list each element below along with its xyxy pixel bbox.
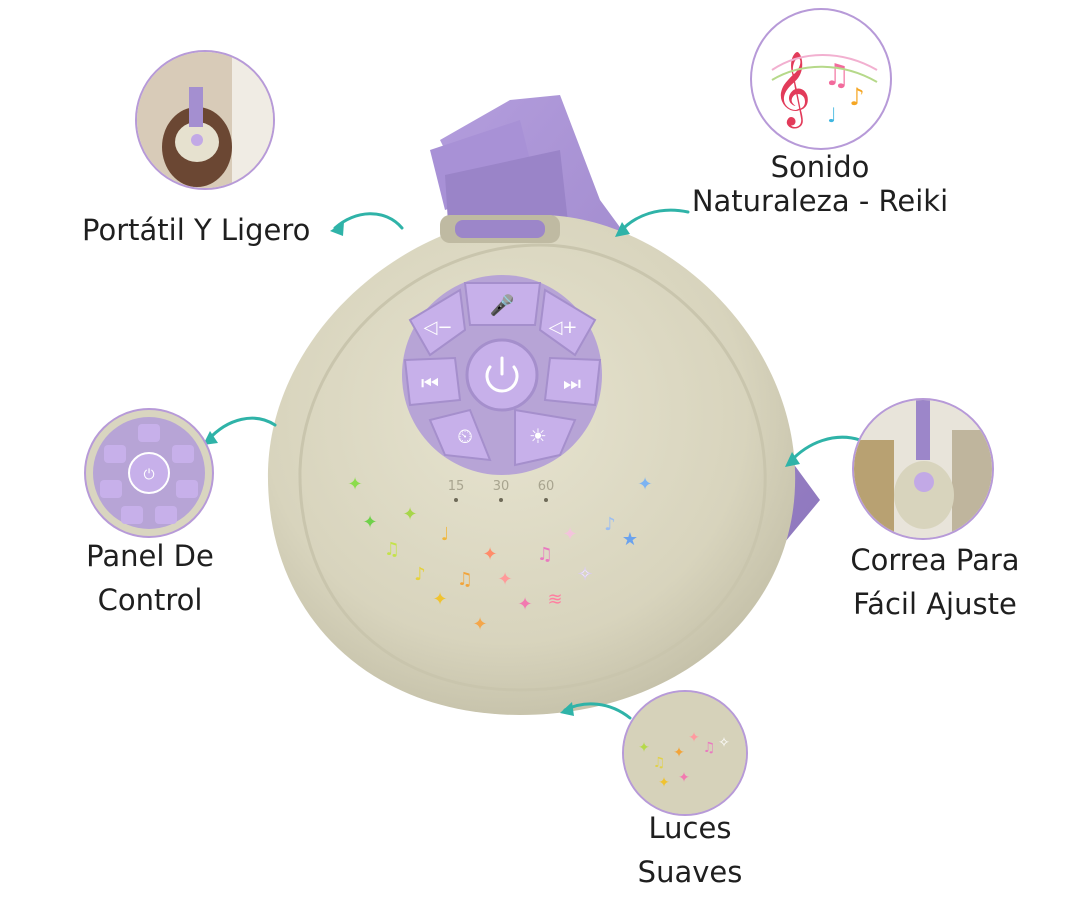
next-button (543, 356, 602, 407)
inset-portable-photo (135, 50, 275, 190)
svg-text:♪: ♪ (849, 83, 864, 111)
svg-text:🎤: 🎤 (490, 293, 515, 317)
svg-text:✧: ✧ (718, 735, 730, 751)
label-sound: Sonido Naturaleza - Reiki (680, 145, 960, 223)
timer-mark-15: 15 (448, 479, 465, 494)
svg-text:✦: ✦ (673, 745, 685, 761)
svg-text:☀: ☀ (529, 424, 547, 448)
label-lights: Luces Suaves (610, 806, 770, 894)
label-portable: Portátil Y Ligero (82, 208, 310, 252)
svg-text:✦: ✦ (402, 504, 417, 525)
svg-text:♫: ♫ (824, 58, 851, 93)
arrow-portable (333, 212, 404, 230)
vol-up-button (538, 288, 597, 357)
label-portable-text: Portátil Y Ligero (82, 213, 311, 247)
svg-text:✦: ✦ (362, 512, 377, 533)
svg-text:✦: ✦ (678, 770, 690, 786)
svg-text:♩: ♩ (827, 103, 836, 127)
svg-text:✦: ✦ (517, 594, 532, 615)
prev-button (403, 356, 462, 407)
svg-text:✦: ✦ (637, 474, 652, 495)
mic-button (463, 282, 542, 326)
svg-text:♪: ♪ (604, 514, 616, 535)
svg-text:𝄞: 𝄞 (773, 52, 811, 129)
label-strap: Correa Para Fácil Ajuste (835, 538, 1035, 626)
timer-mark-30: 30 (493, 479, 510, 494)
svg-text:✦: ✦ (658, 775, 670, 791)
svg-text:✦: ✦ (562, 524, 577, 545)
svg-text:◁+: ◁+ (549, 317, 578, 338)
label-lights-line2: Suaves (637, 855, 743, 889)
svg-text:♫: ♫ (384, 539, 400, 560)
music-notes-icon: 𝄞 ♫ ♪ ♩ (771, 52, 878, 129)
inset-music-notes: 𝄞 ♫ ♪ ♩ (750, 8, 892, 150)
svg-text:✦: ✦ (432, 589, 447, 610)
svg-text:♪: ♪ (414, 564, 426, 585)
svg-text:♫: ♫ (457, 569, 473, 590)
vol-down-button (408, 288, 467, 357)
svg-text:✦: ✦ (688, 730, 700, 746)
control-panel: 🎤 ◁− ◁+ ⏮ ⏭ ⏲ ☀ (402, 275, 602, 475)
svg-text:≋: ≋ (547, 589, 562, 610)
arrow-sound (618, 208, 690, 234)
timer-mark-60: 60 (538, 479, 555, 494)
svg-text:⏮: ⏮ (421, 371, 439, 395)
arrow-lights (563, 702, 632, 720)
svg-text:◁−: ◁− (424, 317, 453, 338)
svg-text:✦: ✦ (638, 740, 650, 756)
timer-button (428, 408, 492, 462)
label-sound-line2: Naturaleza - Reiki (691, 184, 949, 218)
label-panel-line1: Panel De (86, 539, 214, 573)
label-panel-line2: Control (97, 583, 203, 617)
arrow-strap (788, 435, 862, 464)
label-panel: Panel De Control (70, 534, 230, 622)
inset-strap-car (852, 398, 994, 540)
inset-soft-lights: ✦ ♫ ✦ ✦ ♫ ✧ ✦ ✦ (622, 690, 748, 816)
svg-text:✦: ✦ (482, 544, 497, 565)
svg-text:♫: ♫ (653, 755, 666, 771)
star-light-pattern: ✦ ✦ ♫ ♪ ✦ ♫ ✦ ✦ ✦ ♫ ✦ ✧ ♪ ★ ✦ ♩ ✦ ✦ ≋ (347, 474, 652, 635)
label-strap-line2: Fácil Ajuste (853, 587, 1017, 621)
label-lights-line1: Luces (648, 811, 732, 845)
label-sound-line1: Sonido (770, 150, 870, 184)
light-button (514, 408, 577, 467)
arrow-panel (206, 416, 277, 442)
svg-text:♫: ♫ (537, 544, 553, 565)
svg-text:⏻: ⏻ (143, 467, 154, 483)
svg-text:✦: ✦ (347, 474, 362, 495)
svg-text:✦: ✦ (497, 569, 512, 590)
label-strap-line1: Correa Para (850, 543, 1020, 577)
svg-text:♩: ♩ (441, 524, 450, 545)
svg-text:⏭: ⏭ (563, 371, 581, 395)
svg-text:♫: ♫ (703, 740, 716, 756)
svg-text:⏲: ⏲ (457, 424, 473, 448)
inset-control-panel: ⏻ (84, 408, 214, 538)
svg-text:✧: ✧ (577, 564, 592, 585)
svg-text:★: ★ (622, 529, 638, 550)
svg-text:✦: ✦ (472, 614, 487, 635)
